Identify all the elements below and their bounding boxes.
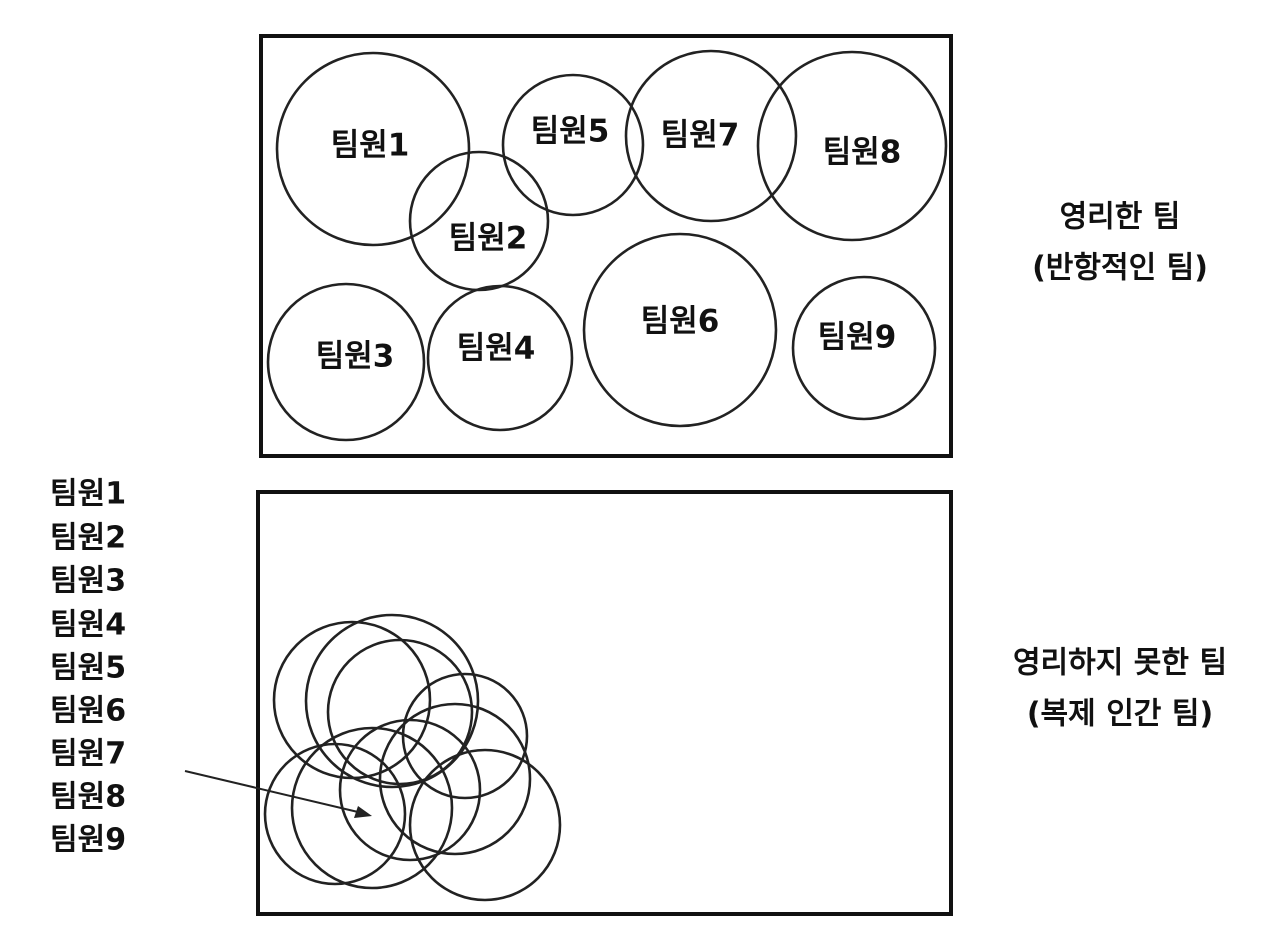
pointer-arrow <box>184 770 372 818</box>
member-label-1: 팀원1 <box>331 128 410 164</box>
member-label-9: 팀원9 <box>818 320 897 356</box>
member-label-3: 팀원3 <box>316 339 395 375</box>
member-list-item-3: 팀원3 <box>50 564 126 599</box>
member-circle-8: 팀원8 <box>756 50 948 242</box>
clone-circle-5 <box>263 742 407 886</box>
unsmart-team-caption: 영리하지 못한 팀 (복제 인간 팀) <box>1013 646 1227 732</box>
member-circle-4: 팀원4 <box>426 284 574 432</box>
clone-circle-6 <box>290 726 454 890</box>
smart-team-panel: 팀원1 팀원2 팀원3 팀원4 팀원5 팀원6 팀원7 팀원8 <box>259 34 953 458</box>
member-circle-7: 팀원7 <box>624 49 798 223</box>
member-list-item-1: 팀원1 <box>50 477 126 512</box>
member-list-item-7: 팀원7 <box>50 737 126 772</box>
smart-team-frame <box>259 34 953 458</box>
clone-circle-9 <box>408 748 562 902</box>
overlapping-circle-cluster <box>263 613 562 902</box>
member-label-4: 팀원4 <box>457 331 536 367</box>
member-list: 팀원1 팀원2 팀원3 팀원4 팀원5 팀원6 팀원7 팀원8 팀원9 <box>50 477 126 858</box>
member-list-item-6: 팀원6 <box>50 694 126 729</box>
clone-circle-8 <box>378 702 532 856</box>
smart-team-caption: 영리한 팀 (반항적인 팀) <box>1032 200 1208 286</box>
member-list-item-9: 팀원9 <box>50 823 126 858</box>
clone-circle-2 <box>304 613 480 789</box>
member-circle-9: 팀원9 <box>791 275 937 421</box>
member-label-2: 팀원2 <box>449 221 528 257</box>
member-circle-1: 팀원1 <box>275 51 471 247</box>
member-list-item-2: 팀원2 <box>50 521 126 556</box>
smart-team-caption-line1: 영리한 팀 <box>1060 200 1181 235</box>
member-label-6: 팀원6 <box>641 304 720 340</box>
unsmart-team-caption-line2: (복제 인간 팀) <box>1027 697 1213 732</box>
member-label-7: 팀원7 <box>661 118 740 154</box>
clone-circle-4 <box>401 672 529 800</box>
member-list-item-4: 팀원4 <box>50 608 126 643</box>
member-list-item-8: 팀원8 <box>50 780 126 815</box>
unsmart-team-caption-line1: 영리하지 못한 팀 <box>1013 646 1227 681</box>
clone-circle-3 <box>326 638 474 786</box>
member-circle-2: 팀원2 <box>408 150 550 292</box>
member-list-item-5: 팀원5 <box>50 651 126 686</box>
member-circle-6: 팀원6 <box>582 232 778 428</box>
member-circle-5: 팀원5 <box>501 73 645 217</box>
unsmart-team-panel <box>184 490 953 916</box>
member-label-5: 팀원5 <box>531 114 610 150</box>
member-circle-3: 팀원3 <box>266 282 426 442</box>
unsmart-team-frame <box>256 490 953 916</box>
member-label-8: 팀원8 <box>823 135 902 171</box>
smart-team-caption-line2: (반항적인 팀) <box>1032 251 1208 286</box>
